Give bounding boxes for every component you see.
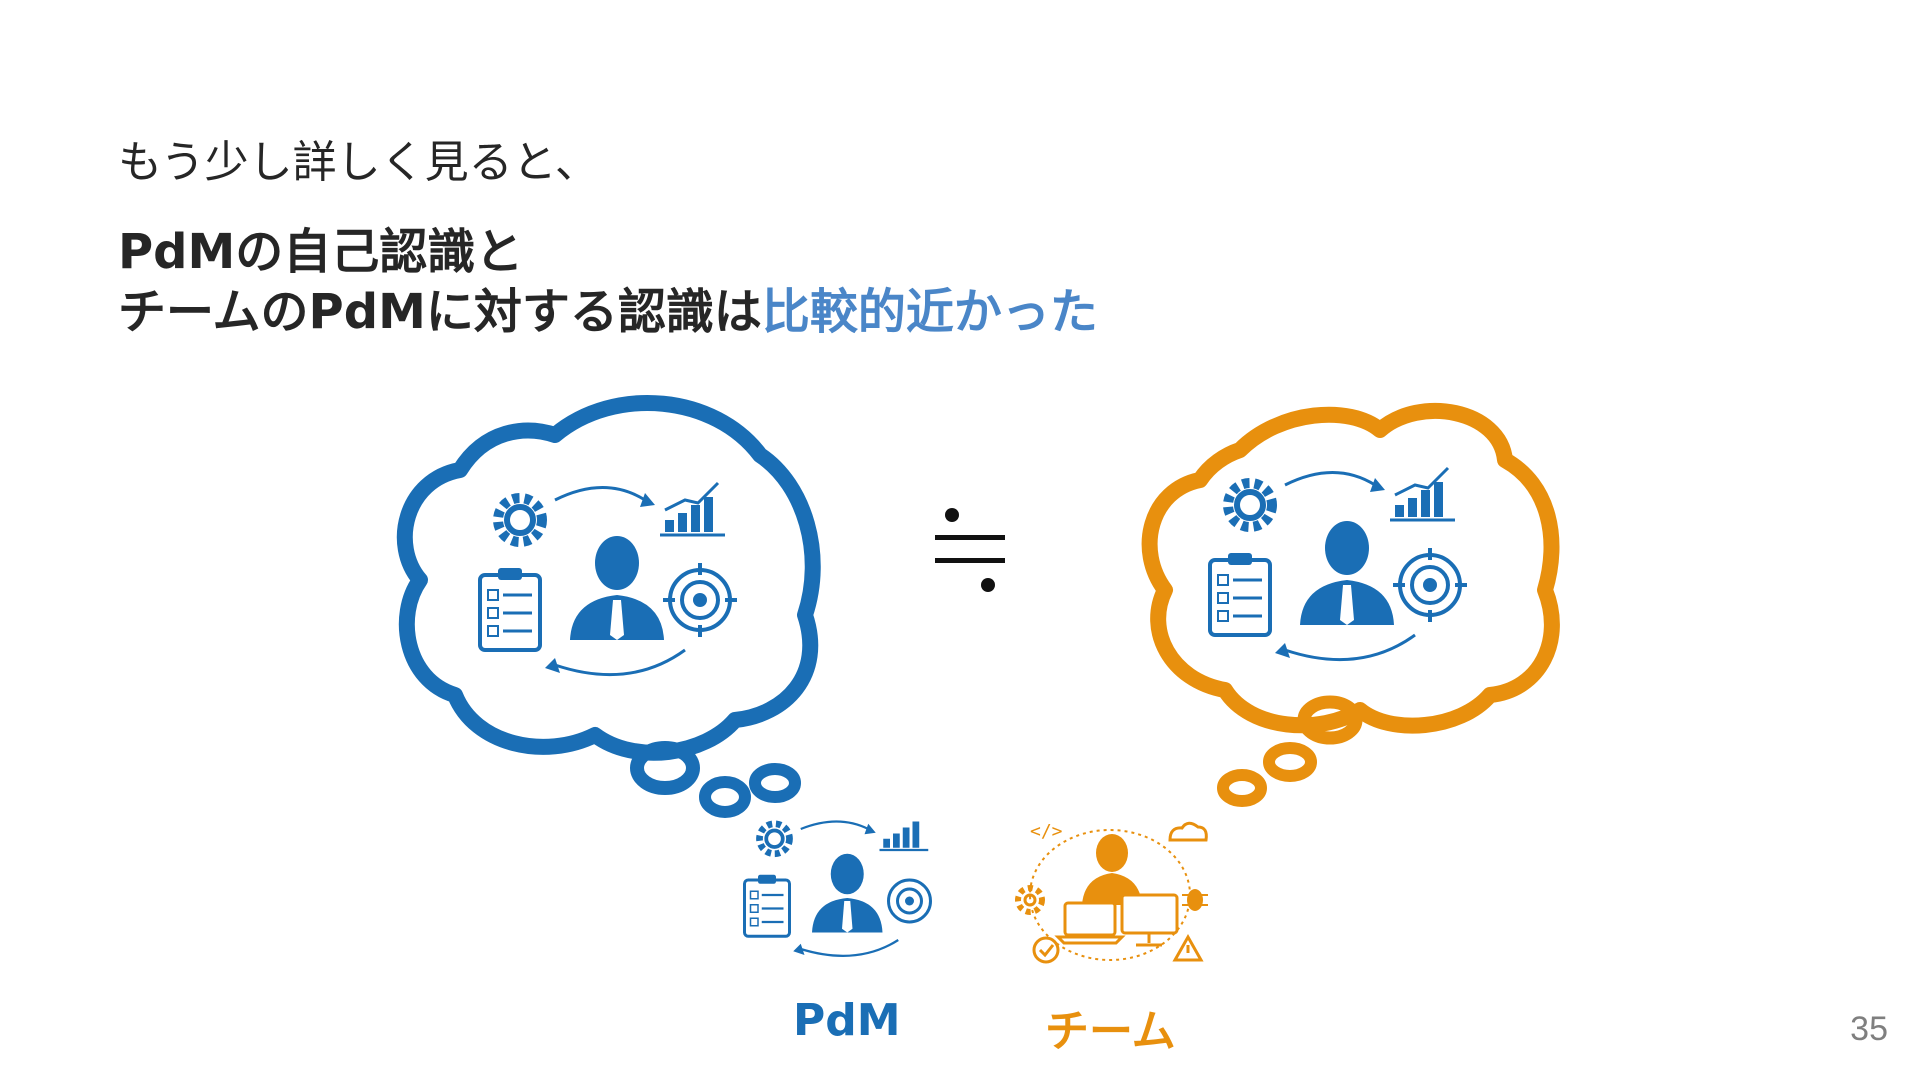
- slide-headline: PdMの自己認識と チームのPdMに対する認識は比較的近かった: [118, 222, 1098, 342]
- page-number: 35: [1850, 1010, 1888, 1048]
- team-thought-cloud-icon: [1141, 402, 1560, 807]
- pdm-label: PdM: [793, 995, 901, 1046]
- slide-subtitle: もう少し詳しく見ると、: [118, 137, 599, 188]
- team-label: チーム: [1045, 1006, 1176, 1057]
- svg-text:</>: </>: [1030, 821, 1063, 842]
- team-developer-icon: </>: [1015, 821, 1208, 964]
- pdm-thought-cloud-icon: [396, 394, 821, 818]
- headline-line-2: チームのPdMに対する認識は比較的近かった: [118, 282, 1098, 342]
- approximately-equal-icon: [935, 508, 1005, 592]
- headline-line-1: PdMの自己認識と: [118, 224, 524, 280]
- headline-line-2-accent: 比較的近かった: [761, 284, 1098, 340]
- headline-line-2-plain: チームのPdMに対する認識は: [118, 284, 762, 340]
- pdm-person-icon: [743, 820, 932, 957]
